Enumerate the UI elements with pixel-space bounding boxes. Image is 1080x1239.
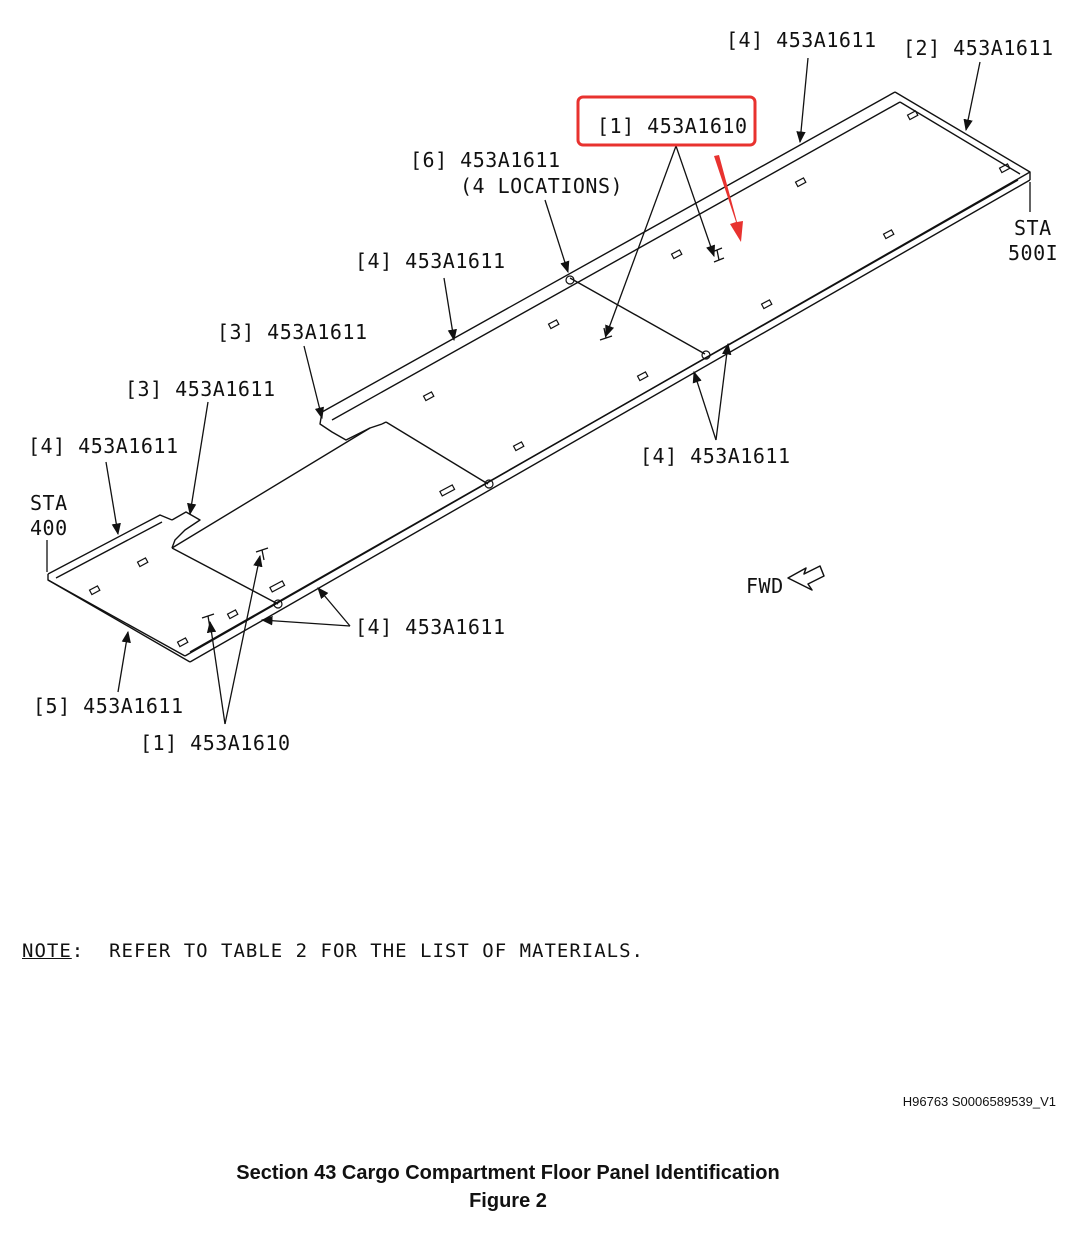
note-key: NOTE (22, 940, 72, 962)
note-text: : REFER TO TABLE 2 FOR THE LIST OF MATER… (71, 940, 644, 962)
callout-bottom-1: [1] 453A1610 (140, 731, 291, 755)
callout-6-note: (4 LOCATIONS) (460, 174, 623, 198)
highlight-arrow (714, 155, 743, 242)
materials-note: NOTE: REFER TO TABLE 2 FOR THE LIST OF M… (22, 940, 644, 962)
callout-top-2: [2] 453A1611 (903, 36, 1054, 60)
fwd-label: FWD (746, 574, 784, 598)
leader-lines (105, 57, 981, 725)
figure-title: Section 43 Cargo Compartment Floor Panel… (236, 1162, 780, 1184)
sta-400-label-b: 400 (30, 516, 68, 540)
callout-mid-4: [4] 453A1611 (355, 249, 506, 273)
callout-left-4: [4] 453A1611 (28, 434, 179, 458)
floor-panel-diagram: [4] 453A1611 [2] 453A1611 [1] 453A1610 [… (28, 28, 1058, 755)
highlight-box (576, 95, 757, 147)
callout-bottom-4: [4] 453A1611 (355, 615, 506, 639)
panel-outline (47, 91, 1031, 663)
sta-leaders (46, 182, 1031, 572)
sta-500-label-a: STA (1014, 216, 1052, 240)
callout-highlight-1: [1] 453A1610 (597, 114, 748, 138)
callout-6: [6] 453A1611 (410, 148, 561, 172)
callout-bottom-5: [5] 453A1611 (33, 694, 184, 718)
panel-slots (88, 110, 1011, 648)
callout-right-4: [4] 453A1611 (640, 444, 791, 468)
fwd-arrow-icon (787, 565, 825, 591)
callout-top-4: [4] 453A1611 (726, 28, 877, 52)
figure-number: Figure 2 (469, 1190, 547, 1212)
callout-labels: [4] 453A1611 [2] 453A1611 [1] 453A1610 [… (28, 28, 1058, 755)
sta-500-label-b: 500I (1008, 241, 1058, 265)
callout-lower-3: [3] 453A1611 (125, 377, 276, 401)
sta-400-label-a: STA (30, 491, 68, 515)
callout-upper-3: [3] 453A1611 (217, 320, 368, 344)
part-marks (201, 247, 725, 629)
document-id: H96763 S0006589539_V1 (902, 1094, 1056, 1109)
